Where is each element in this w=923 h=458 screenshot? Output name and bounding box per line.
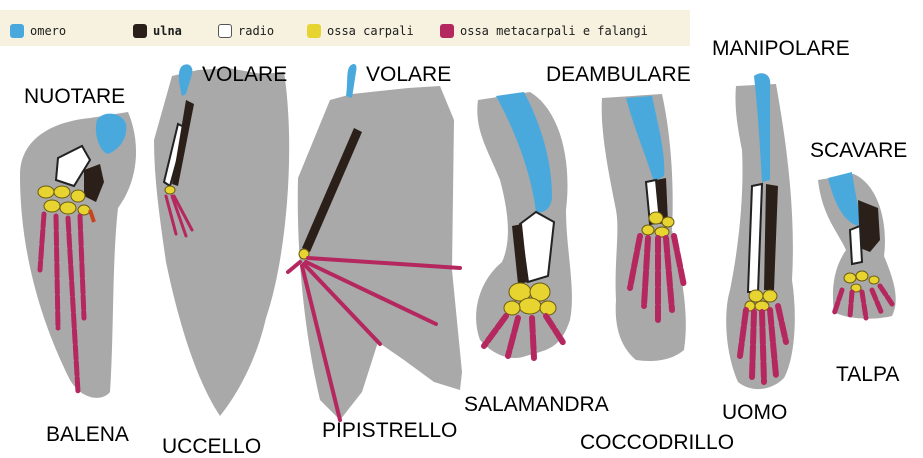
- legend-swatch-ulna: [133, 24, 147, 38]
- label-coccodrillo: COCCODRILLO: [580, 432, 734, 453]
- label-pipistrello: PIPISTRELLO: [322, 420, 457, 441]
- legend-label: radio: [238, 24, 274, 38]
- legend-swatch-metacarpali: [440, 24, 454, 38]
- legend-label: ulna: [153, 24, 182, 38]
- legend-item-carpali: ossa carpali: [307, 22, 414, 40]
- legend-label: ossa carpali: [327, 24, 414, 38]
- label-balena: BALENA: [46, 424, 129, 445]
- label-deambulare: DEAMBULARE: [546, 64, 691, 85]
- label-nuotare: NUOTARE: [24, 86, 125, 107]
- legend-swatch-radio: [218, 24, 232, 38]
- legend-item-radio: radio: [218, 22, 274, 40]
- legend-label: ossa metacarpali e falangi: [460, 24, 648, 38]
- legend-item-omero: omero: [10, 22, 66, 40]
- label-talpa: TALPA: [836, 364, 899, 385]
- label-manipolare: MANIPOLARE: [712, 38, 850, 59]
- mole-limb: [818, 172, 896, 319]
- bird-wing: [154, 64, 289, 416]
- legend-item-ulna: ulna: [133, 22, 182, 40]
- legend-swatch-omero: [10, 24, 24, 38]
- legend-swatch-carpali: [307, 24, 321, 38]
- legend-label: omero: [30, 24, 66, 38]
- bat-wing: [288, 64, 462, 420]
- legend-item-metacarpali: ossa metacarpali e falangi: [440, 22, 648, 40]
- legend: omero ulna radio ossa carpali ossa metac…: [0, 10, 690, 46]
- label-scavare: SCAVARE: [810, 140, 907, 161]
- label-volare-bird: VOLARE: [202, 64, 287, 85]
- label-volare-bat: VOLARE: [366, 64, 451, 85]
- whale-flipper: [20, 112, 136, 398]
- crocodile-limb: [602, 94, 686, 361]
- human-arm: [726, 73, 795, 389]
- label-uccello: UCCELLO: [162, 436, 261, 457]
- salamander-limb: [476, 92, 572, 358]
- label-salamandra: SALAMANDRA: [464, 394, 609, 415]
- label-uomo: UOMO: [722, 402, 787, 423]
